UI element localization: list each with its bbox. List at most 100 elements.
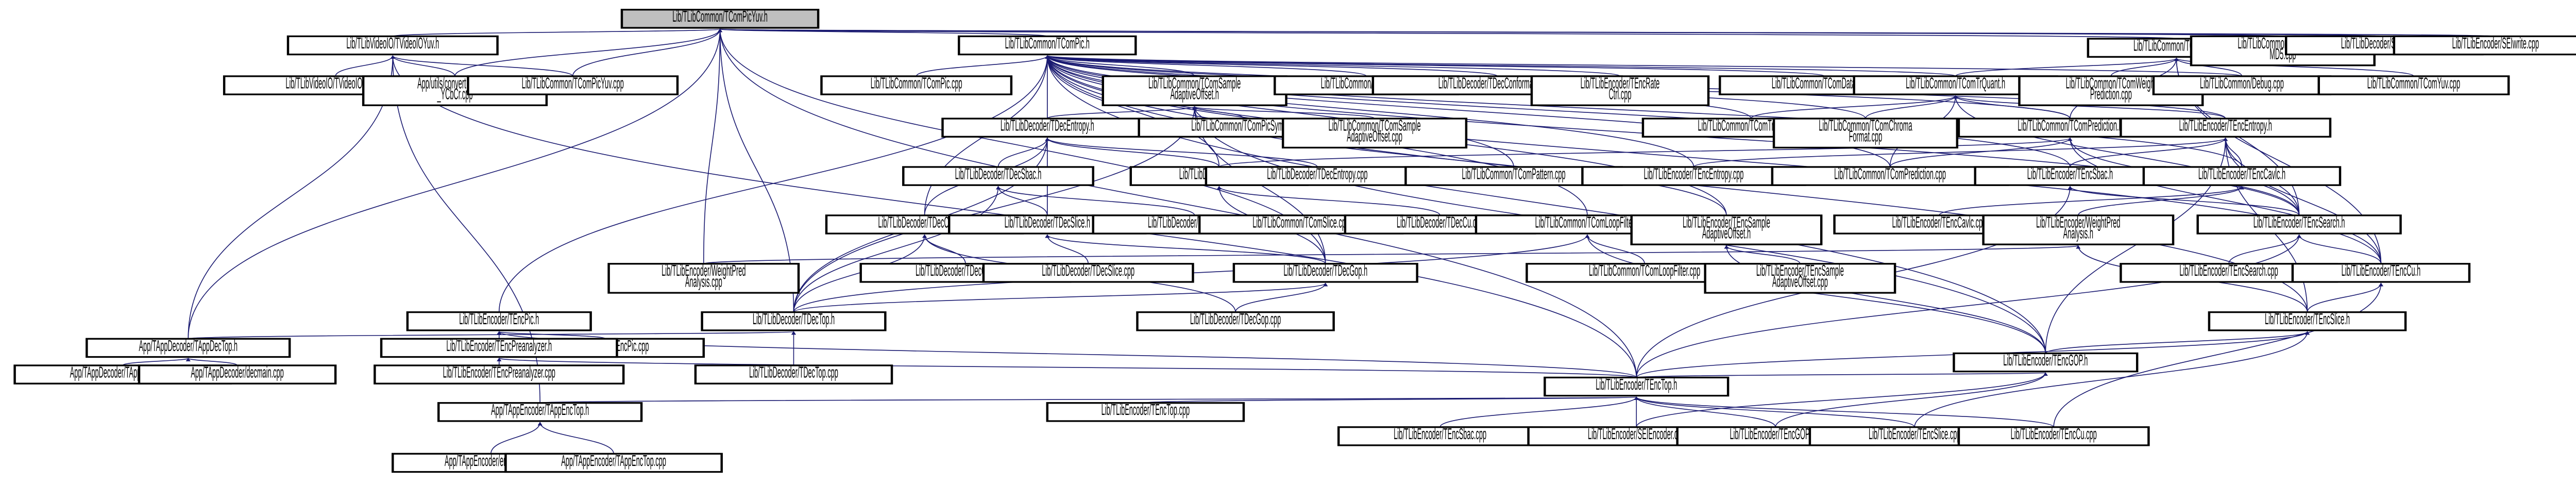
file-node[interactable]: Lib/TLibEncoder/TEncCavlc.cpp: [1833, 213, 2045, 235]
node-label: Lib/TLibDecoder/TDecTop.cpp: [749, 363, 838, 381]
node-label: Lib/TLibEncoder/TEncPreanalyzer.cpp: [443, 363, 555, 381]
root-node[interactable]: Lib/TLibCommon/TComPicYuv.h: [620, 8, 820, 29]
file-node[interactable]: Lib/TLibEncoder/TEncPreanalyzer.h: [380, 337, 618, 358]
file-node[interactable]: App/TAppDecoder/decmain.cpp: [138, 363, 337, 385]
node-label: AdaptiveOffset.cpp: [1347, 127, 1402, 145]
node-box: [1544, 376, 1730, 397]
node-label: Lib/TLibDecoder/TDecGop.cpp: [1190, 310, 1281, 328]
file-node[interactable]: Lib/TLibEncoder/TEncSearch.h: [2196, 213, 2402, 235]
dependency-edge: [793, 282, 1332, 312]
node-box: [1530, 75, 1710, 106]
file-node[interactable]: Lib/TLibCommon/TComPic.h: [958, 35, 1137, 56]
file-node[interactable]: Lib/TLibEncoder/TEncSampleAdaptiveOffset…: [1630, 213, 1823, 245]
file-node[interactable]: Lib/TLibEncoder/TEncCu.h: [2291, 262, 2471, 283]
file-node[interactable]: Lib/TLibDecoder/TDecCAVLC.h: [825, 213, 1024, 235]
dependency-edge: [2063, 137, 2381, 264]
file-node[interactable]: Lib/TLibCommon/Debug.cpp: [2152, 74, 2332, 95]
file-node[interactable]: Lib/TLibVideoIO/TVideoIOYuv.h: [286, 35, 499, 56]
node-label: Lib/TLibEncoder/TEncEntropy.h: [2179, 116, 2272, 134]
node-box: [86, 338, 291, 358]
node-box: [504, 453, 723, 473]
file-node[interactable]: Lib/TLibCommon/TComSampleAdaptiveOffset.…: [1281, 116, 1468, 149]
file-node[interactable]: Lib/TLibEncoder/TEncCu.cpp: [1957, 425, 2150, 446]
file-node[interactable]: Lib/TLibEncoder/TEncSbac.cpp: [1337, 425, 1543, 446]
file-node[interactable]: Lib/TLibEncoder/SEIwrite.cpp: [2393, 35, 2576, 56]
node-label: Lib/TLibEncoder/TEncTop.h: [1596, 376, 1677, 393]
node-label: Lib/TLibCommon/TComPicYuv.cpp: [522, 74, 624, 92]
node-label: Lib/TLibDecoder/TDecSlice.cpp: [1042, 262, 1134, 279]
dependency-edge: [1041, 137, 1317, 167]
node-label: AdaptiveOffset.h: [1702, 224, 1751, 242]
file-node[interactable]: Lib/TLibDecoder/TDecTop.h: [701, 310, 887, 331]
file-node[interactable]: Lib/TLibEncoder/TEncEntropy.h: [2120, 116, 2332, 138]
file-node[interactable]: Lib/TLibEncoder/TEncTop.cpp: [1046, 401, 1245, 422]
dependency-edge: [992, 185, 1195, 215]
file-node[interactable]: Lib/TLibCommon/TComYuv.cpp: [2317, 74, 2510, 95]
file-node[interactable]: Lib/TLibDecoder/TDecTop.cpp: [694, 363, 893, 385]
file-node[interactable]: Lib/TLibEncoder/TEncPic.h: [406, 310, 592, 331]
file-node[interactable]: Lib/TLibEncoder/TEncSlice.h: [2208, 310, 2407, 331]
file-node[interactable]: Lib/TLibDecoder/TDecSbac.h: [902, 165, 1094, 186]
dependency-edge: [1041, 55, 1366, 76]
dependency-edge: [2078, 185, 2248, 215]
dependency-edge: [1440, 396, 1643, 427]
file-node[interactable]: Lib/TLibCommon/TComSampleAdaptiveOffset.…: [1101, 74, 1287, 106]
dependency-edge: [1751, 94, 1962, 119]
file-node[interactable]: Lib/TLibDecoder/TDecEntropy.h: [941, 116, 1154, 138]
node-label: Prediction.cpp: [2090, 85, 2132, 103]
node-box: [1581, 166, 1806, 186]
file-node[interactable]: Lib/TLibCommon/TComTrQuant.h: [1853, 74, 2058, 95]
node-label: Lib/TLibEncoder/TEncSbac.h: [2027, 165, 2113, 182]
dependency-edge: [1041, 55, 1514, 167]
dependency-edge: [1235, 282, 1332, 312]
file-node[interactable]: Lib/TLibDecoder/TDecSlice.cpp: [982, 262, 1194, 283]
dependency-edge: [573, 28, 727, 76]
dependency-edge: [1890, 137, 2077, 167]
file-node[interactable]: Lib/TLibCommon/TComPicYuv.cpp: [467, 74, 679, 95]
dependency-edge: [2219, 137, 2381, 264]
file-node[interactable]: Lib/TLibDecoder/TDecEntropy.cpp: [1205, 165, 1430, 186]
file-node[interactable]: Lib/TLibEncoder/TEncTop.h: [1544, 376, 1730, 397]
file-node[interactable]: Lib/TLibEncoder/TEncGOP.h: [1953, 352, 2139, 373]
file-node[interactable]: Lib/TLibDecoder/TDecGop.h: [1232, 262, 1418, 283]
node-box: [620, 9, 820, 29]
dependency-edge: [1212, 185, 1440, 215]
file-node[interactable]: App/TAppEncoder/TAppEncTop.cpp: [504, 452, 723, 473]
node-label: Lib/TLibCommon/TComLoopFilter.cpp: [1589, 262, 1700, 279]
file-node[interactable]: Lib/TLibEncoder/TEncSampleAdaptiveOffset…: [1704, 262, 1896, 294]
node-label: Lib/TLibEncoder/SEIEncoder.cpp: [1588, 425, 1685, 443]
dependency-edge: [793, 185, 1005, 312]
dependency-edge: [386, 55, 572, 76]
file-node[interactable]: App/TAppEncoder/TAppEncTop.h: [437, 401, 643, 422]
file-node[interactable]: Lib/TLibCommon/TComPic.cpp: [820, 74, 1013, 95]
node-label: Lib/TLibDecoder/TDecTop.h: [753, 310, 835, 328]
node-label: Lib/TLibCommon/TComPic.h: [1005, 35, 1090, 52]
file-node[interactable]: Lib/TLibEncoder/TEncPreanalyzer.cpp: [374, 363, 625, 385]
node-box: [1101, 75, 1287, 106]
file-node[interactable]: Lib/TLibEncoder/TEncSbac.h: [1974, 165, 2166, 186]
node-box: [406, 311, 592, 331]
node-label: Lib/TLibDecoder/TDecCu.cpp: [1397, 213, 1484, 231]
file-node[interactable]: Lib/TLibEncoder/TEncCavlc.h: [2142, 165, 2342, 186]
node-box: [2208, 311, 2407, 331]
file-node[interactable]: App/TAppDecoder/TAppDecTop.h: [86, 337, 291, 358]
dependency-edge: [1041, 55, 1219, 167]
node-label: Lib/TLibDecoder/TDecGop.h: [1283, 262, 1367, 279]
node-label: App/TAppEncoder/TAppEncTop.cpp: [561, 452, 666, 469]
dependency-edge: [713, 28, 794, 312]
dependency-edge: [1630, 396, 2054, 427]
node-label: Lib/TLibCommon/TComSlice.cpp: [1252, 213, 1349, 231]
file-node[interactable]: Lib/TLibCommon/TComPrediction.cpp: [1771, 165, 2009, 186]
node-box: [1982, 214, 2175, 245]
file-node[interactable]: Lib/TLibDecoder/TDecGop.cpp: [1136, 310, 1335, 331]
node-box: [1232, 263, 1418, 283]
dependency-edge: [1775, 372, 2052, 427]
dependency-edge: [1041, 55, 2046, 353]
node-label: Lib/TLibEncoder/TEncEntropy.cpp: [1643, 165, 1743, 182]
file-node[interactable]: Lib/TLibEncoder/TEncEntropy.cpp: [1581, 165, 1806, 186]
node-label: Lib/TLibCommon/TComWeight: [2066, 74, 2157, 92]
